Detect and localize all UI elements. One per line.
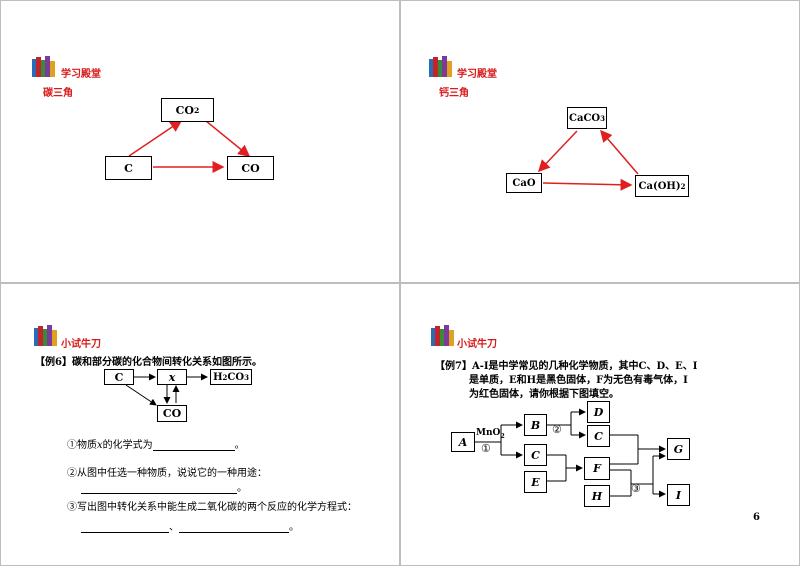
node-co: CO [227,156,274,180]
answer-blank-2[interactable] [81,483,237,494]
node-b: B [524,414,547,436]
answer-blank-1[interactable] [152,440,235,451]
books-icon [431,325,454,346]
section-title: 小试牛刀 [457,339,497,350]
example-prompt-line-2: 是单质，E和H是黑色固体，F为无色有毒气体，I [469,375,688,386]
catalyst-label: MnO2 [476,428,505,440]
node-cao: CaO [506,173,542,193]
question-3-answer: 、。 [81,518,299,533]
example-prompt-line-1: 【例7】A-I是中学常见的几种化学物质，其中C、D、E、I [435,361,698,372]
section-subtitle: 碳三角 [43,88,73,99]
example-prompt-line-3: 为红色固体，请你根据下图填空。 [469,389,619,400]
node-c-lower: C [524,444,547,466]
node-e: E [524,471,547,493]
node-h: H [584,485,610,507]
step-3-label: ③ [631,482,641,495]
example7-arrows [474,408,666,498]
step-1-label: ① [481,442,491,455]
answer-blank-3b[interactable] [179,522,289,533]
books-icon [32,56,55,77]
section-title: 小试牛刀 [61,339,101,350]
node-c: C [105,156,152,180]
page-number: 6 [753,512,760,523]
node-d: D [587,401,610,423]
question-3: ③写出图中转化关系中能生成二氧化碳的两个反应的化学方程式： [67,502,357,513]
books-icon [429,56,452,77]
example6-arrows [125,373,208,406]
section-title: 学习殿堂 [61,69,101,80]
section-title: 学习殿堂 [457,69,497,80]
slide-example-7: 小试牛刀 【例7】A-I是中学常见的几种化学物质，其中C、D、E、I 是单质，E… [400,283,800,566]
question-2-answer: 。 [81,479,247,494]
example-prompt: 【例6】碳和部分碳的化合物间转化关系如图所示。 [35,357,262,368]
node-i: I [667,484,690,506]
node-x: x [157,369,187,385]
node-c-upper: C [587,425,610,447]
node-co: CO [157,405,187,422]
node-f: F [584,457,610,480]
books-icon [34,325,57,346]
question-2: ②从图中任选一种物质，说说它的一种用途： [67,468,267,479]
node-g: G [667,438,690,460]
step-2-label: ② [552,423,562,436]
node-a: A [451,432,475,452]
calcium-arrows [537,129,639,191]
section-subtitle: 钙三角 [439,88,469,99]
carbon-arrows [128,120,251,173]
node-caoh2: Ca(OH)2 [635,175,689,197]
question-1: ①物质x的化学式为。 [67,440,245,451]
node-c: C [104,369,134,385]
answer-blank-3a[interactable] [81,522,169,533]
